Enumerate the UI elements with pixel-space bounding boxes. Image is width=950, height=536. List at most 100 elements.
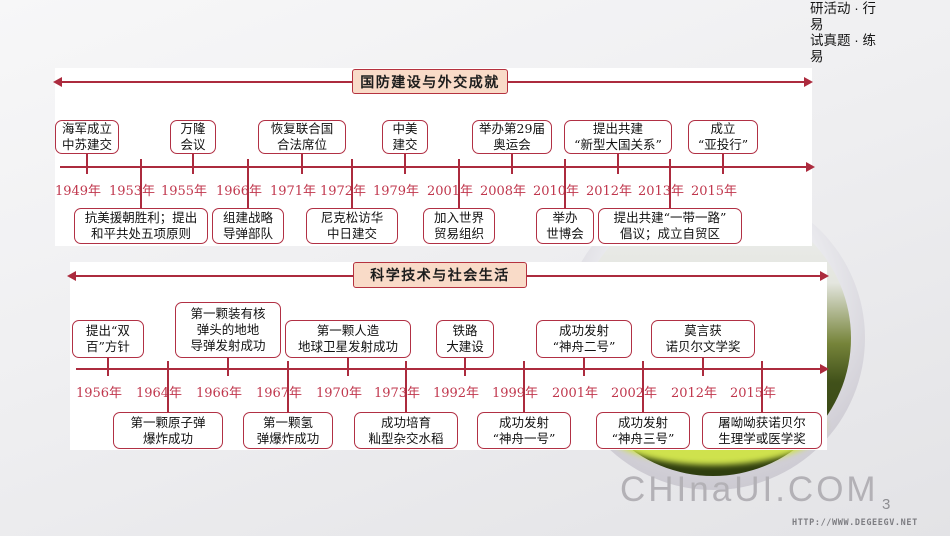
year-label: 2015年 [729,386,777,401]
event-box: 成功发射 “神舟二号” [536,320,632,358]
axis-tick [405,361,407,376]
event-connector-line [86,154,88,168]
event-connector-line [301,154,303,168]
event-box: 第一颗原子弹 爆炸成功 [113,412,223,449]
arrow-right-icon [820,271,829,281]
year-label: 2012年 [670,386,718,401]
event-box: 尼克松访华 中日建交 [306,208,398,244]
year-label: 1979年 [372,184,420,199]
arrow-right-icon [804,77,813,87]
axis-arrow-right-icon [820,364,829,374]
year-label: 1992年 [432,386,480,401]
event-connector-line [405,370,407,412]
event-box: 海军成立 中苏建交 [55,120,119,154]
event-connector-line [511,154,513,168]
axis-tick [351,159,353,174]
year-label: 1949年 [54,184,102,199]
event-connector-line [404,154,406,168]
axis-arrow-right-icon [806,162,815,172]
event-connector-line [669,168,671,208]
arrow-left-icon [53,77,62,87]
event-box: 铁路 大建设 [436,320,494,358]
year-label: 2008年 [479,184,527,199]
event-box: 莫言获 诺贝尔文学奖 [651,320,755,358]
event-box: 成功发射 “神舟一号” [477,412,571,449]
year-label: 2012年 [585,184,633,199]
event-box: 提出共建“一带一路” 倡议；成立自贸区 [598,208,742,244]
year-label: 1966年 [215,184,263,199]
event-connector-line [167,370,169,412]
axis-tick [140,159,142,174]
axis-tick [458,159,460,174]
event-connector-line [227,358,229,370]
event-box: 举办第29届 奥运会 [472,120,552,154]
event-connector-line [107,358,109,370]
year-label: 1999年 [491,386,539,401]
event-box: 提出“双 百”方针 [72,320,144,358]
event-box: 提出共建 “新型大国关系” [564,120,672,154]
timeline-axis [60,166,806,168]
year-label: 1964年 [135,386,183,401]
year-label: 1956年 [75,386,123,401]
axis-tick [247,159,249,174]
event-connector-line [464,358,466,370]
event-box: 举办 世博会 [536,208,594,244]
event-connector-line [247,168,249,208]
year-label: 2013年 [637,184,685,199]
event-box: 中美 建交 [382,120,428,154]
event-connector-line [761,370,763,412]
axis-tick [287,361,289,376]
year-label: 1955年 [160,184,208,199]
timeline-title: 国防建设与外交成就 [352,69,508,94]
year-label: 2015年 [690,184,738,199]
event-box: 恢复联合国 合法席位 [258,120,346,154]
event-connector-line [702,358,704,370]
year-label: 2010年 [532,184,580,199]
sidebar-text-fragment: 研活动 · 行 易 试真题 · 练 易 [810,1,876,64]
axis-tick [642,361,644,376]
year-label: 2001年 [551,386,599,401]
event-connector-line [287,370,289,412]
event-box: 第一颗人造 地球卫星发射成功 [285,320,411,358]
event-box: 成功培育 籼型杂交水稻 [354,412,458,449]
axis-tick [564,159,566,174]
event-connector-line [351,168,353,208]
event-connector-line [617,154,619,168]
arrow-left-icon [67,271,76,281]
event-connector-line [583,358,585,370]
event-connector-line [140,168,142,208]
event-box: 第一颗装有核 弹头的地地 导弹发射成功 [175,302,281,358]
event-box: 抗美援朝胜利；提出 和平共处五项原则 [74,208,208,244]
page-number: 3 [882,496,891,513]
year-label: 2001年 [426,184,474,199]
footer-url-watermark: HTTP://WWW.DEGEEGV.NET [792,518,918,528]
event-connector-line [523,370,525,412]
chinaui-watermark: CHInaUI.COM [620,470,879,509]
event-connector-line [564,168,566,208]
year-label: 1973年 [373,386,421,401]
axis-tick [669,159,671,174]
axis-tick [761,361,763,376]
event-box: 第一颗氢 弹爆炸成功 [243,412,333,449]
timeline-axis [76,368,820,370]
axis-tick [167,361,169,376]
event-connector-line [192,154,194,168]
year-label: 1953年 [108,184,156,199]
event-box: 万隆 会议 [170,120,216,154]
year-label: 1966年 [195,386,243,401]
event-connector-line [458,168,460,208]
event-connector-line [642,370,644,412]
year-label: 2002年 [610,386,658,401]
event-box: 屠呦呦获诺贝尔 生理学或医学奖 [702,412,822,449]
event-box: 组建战略 导弹部队 [212,208,284,244]
event-connector-line [722,154,724,168]
year-label: 1970年 [315,386,363,401]
event-box: 加入世界 贸易组织 [423,208,495,244]
axis-tick [523,361,525,376]
event-connector-line [347,358,349,370]
year-label: 1967年 [255,386,303,401]
timeline-title: 科学技术与社会生活 [353,262,527,288]
event-box: 成立 “亚投行” [688,120,758,154]
year-label: 1972年 [319,184,367,199]
